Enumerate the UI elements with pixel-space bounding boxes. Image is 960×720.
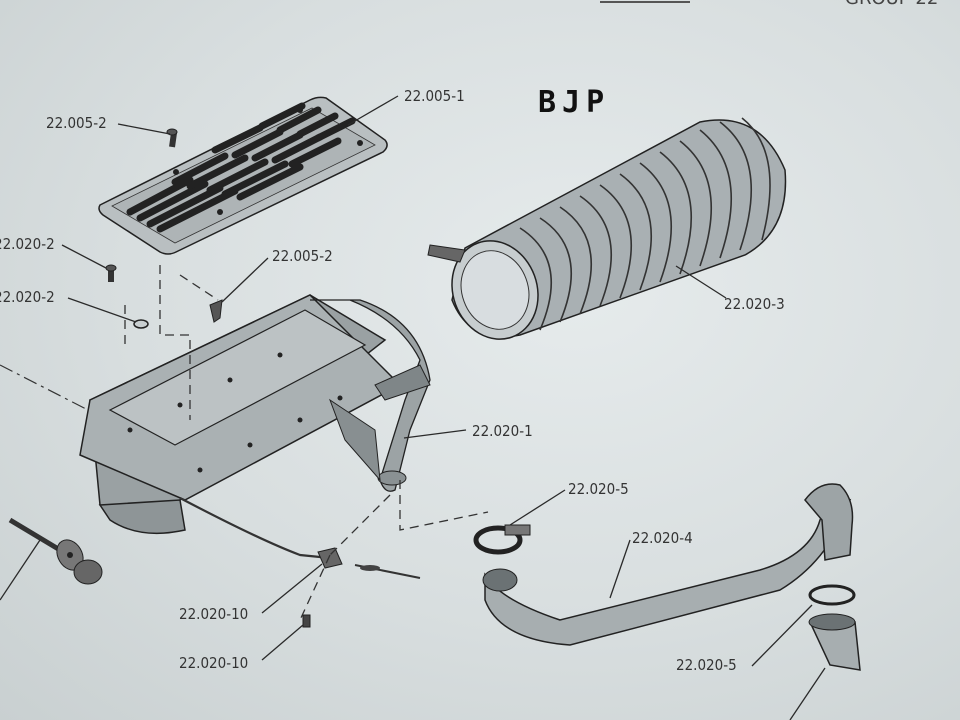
svg-text:22.020-1: 22.020-1 [472,422,533,440]
svg-text:22.020-10: 22.020-10 [179,605,248,623]
control-knob-part [8,517,103,585]
svg-text:22.005-1: 22.005-1 [404,87,465,105]
edge-leader-line [0,539,41,601]
svg-text:22.020-3: 22.020-3 [724,295,785,313]
svg-text:22.005-2: 22.005-2 [46,114,107,132]
callout-22-005-2-mid: 22.005-2 [221,247,333,303]
ring-part [808,584,856,606]
heater-box-part [79,294,431,535]
screw-part-left [105,264,117,282]
svg-text:22.020-4: 22.020-4 [632,529,693,547]
bent-duct-pipe-part [482,483,854,646]
hose-clamp-part [473,524,531,555]
hose-corrugations [519,117,771,331]
washer-part-left [133,319,149,329]
grille-slots [126,102,356,233]
screw-part-top [166,128,178,148]
assembly-guide-lines [124,265,489,621]
callout-22-020-2-a: 22.020-2 [0,235,107,269]
callout-22-005-1: 22.005-1 [347,87,465,126]
svg-text:22.020-5: 22.020-5 [568,480,629,498]
svg-text:22.020-5: 22.020-5 [676,656,737,674]
control-cable [179,497,331,560]
callout-22-020-2-b: 22.020-2 [0,288,137,323]
callout-22-020-1: 22.020-1 [403,422,533,440]
outlet-nozzle-part [808,613,861,671]
clip-part-middle [209,299,223,323]
louvered-grille-part [98,96,388,255]
handwritten-initials: BJP [538,85,610,120]
callout-22-020-4: 22.020-4 [609,529,693,599]
callout-22-020-10-top: 22.020-10 [179,563,323,623]
cable-clip-part [317,547,421,579]
callout-22-020-3: 22.020-3 [675,265,785,313]
svg-text:22.020-2: 22.020-2 [0,288,55,306]
callout-22-020-5-top: 22.020-5 [509,480,629,526]
callout-22-020-5-bottom: 22.020-5 [676,604,826,720]
corrugated-hose-part [427,117,787,340]
svg-text:22.020-2: 22.020-2 [0,235,55,253]
heater-box-holes [127,352,343,473]
group-header: GROUP 22 [845,0,938,9]
svg-text:22.005-2: 22.005-2 [272,247,333,265]
small-screw-part [302,614,311,628]
callout-22-005-2-top: 22.005-2 [46,114,171,135]
callout-22-020-10-bottom: 22.020-10 [179,624,304,672]
edge-centerline [0,364,89,411]
svg-text:22.020-10: 22.020-10 [179,654,248,672]
